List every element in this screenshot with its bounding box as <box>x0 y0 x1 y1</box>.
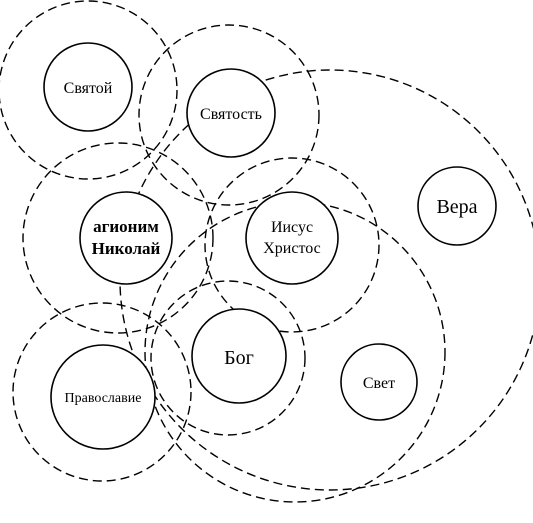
label-svyatoy: Святой <box>64 80 113 97</box>
node-svet <box>340 343 418 421</box>
field-svyatoy <box>0 0 178 180</box>
field-pravoslavie <box>12 302 192 482</box>
label-svyatost: Святость <box>200 106 262 123</box>
node-pravoslavie <box>50 344 156 450</box>
label-iisus-1: Иисус <box>271 219 313 236</box>
label-iisus-2: Христос <box>263 240 321 257</box>
label-agionim-2: Николай <box>92 239 161 258</box>
label-svet: Свет <box>363 375 395 392</box>
field-bog <box>150 280 306 436</box>
node-vera <box>417 166 497 246</box>
concept-labels: Святой Святость агионим Николай Иисус Хр… <box>64 80 478 406</box>
field-vera <box>119 69 533 491</box>
label-agionim-1: агионим <box>93 217 159 236</box>
label-bog: Бог <box>224 347 254 369</box>
label-vera: Вера <box>436 196 477 218</box>
node-bog <box>191 308 287 404</box>
concept-circles <box>43 42 497 450</box>
node-iisus <box>245 191 339 285</box>
node-svyatost <box>186 68 276 158</box>
field-svyatost <box>138 24 320 206</box>
node-agionim <box>79 191 173 285</box>
field-agionim <box>22 142 214 334</box>
field-iisus <box>204 157 380 333</box>
node-svyatoy <box>43 42 133 132</box>
label-pravoslavie: Православие <box>65 391 142 406</box>
